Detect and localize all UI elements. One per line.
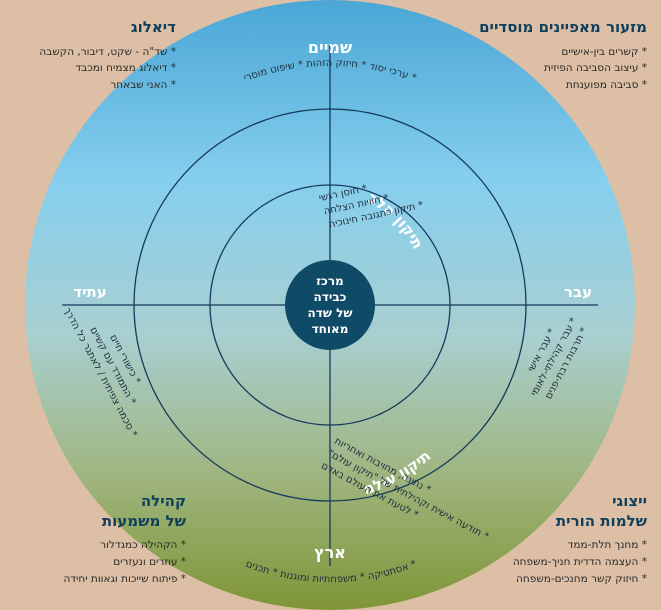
list-item: פיתוח שייכות וגאוות יחידה bbox=[16, 571, 186, 588]
list-item: סביבה מפוענחת bbox=[447, 77, 647, 94]
list-item: האני שבאחר bbox=[16, 77, 176, 94]
direction-earth: ארץ bbox=[314, 543, 346, 562]
list-item: העצמה הדדית חניך-משפחה bbox=[447, 554, 647, 571]
direction-future: עתיד bbox=[73, 283, 106, 301]
center-circle bbox=[285, 260, 375, 350]
center-line-1: מרכז bbox=[316, 274, 344, 288]
corner-title: קהילה של משמעות bbox=[16, 492, 186, 531]
list-item: עוזרים ונעזרים bbox=[16, 554, 186, 571]
corner-list: קשרים בין-אישיים עיצוב הסביבה הפיזית סבי… bbox=[447, 44, 647, 94]
corner-community: קהילה של משמעות הקהילה כמגדלור עוזרים ונ… bbox=[16, 492, 186, 587]
corner-title-line: שלמות הורית bbox=[555, 511, 647, 530]
center-line-4: מאוחד bbox=[312, 322, 349, 336]
corner-institutional: מזעור מאפיינים מוסדיים קשרים בין-אישיים … bbox=[447, 18, 647, 94]
direction-past: עבר bbox=[564, 283, 592, 301]
corner-list: הקהילה כמגדלור עוזרים ונעזרים פיתוח שייכ… bbox=[16, 537, 186, 587]
corner-list: מחנך תלת-ממד העצמה הדדית חניך-משפחה חיזו… bbox=[447, 537, 647, 587]
list-item: קשרים בין-אישיים bbox=[447, 44, 647, 61]
list-item: דיאלוג מצמיח ומכבד bbox=[16, 60, 176, 77]
list-item: עיצוב הסביבה הפיזית bbox=[447, 60, 647, 77]
list-item: חיזוק קשר מחנכים-משפחה bbox=[447, 571, 647, 588]
list-item: הקהילה כמגדלור bbox=[16, 537, 186, 554]
corner-title: מזעור מאפיינים מוסדיים bbox=[479, 18, 647, 36]
corner-title: ייצוגי שלמות הורית bbox=[447, 492, 647, 531]
direction-sky: שמיים bbox=[308, 38, 352, 57]
list-item: שד"ה - שקט, דיבור, הקשבה bbox=[16, 44, 176, 61]
corner-dialogue: דיאלוג שד"ה - שקט, דיבור, הקשבה דיאלוג מ… bbox=[16, 18, 176, 94]
corner-parental: ייצוגי שלמות הורית מחנך תלת-ממד העצמה הד… bbox=[447, 492, 647, 587]
corner-title-line: של משמעות bbox=[101, 511, 186, 530]
corner-title-line: ייצוגי bbox=[612, 492, 647, 510]
center-line-3: של שדה bbox=[308, 306, 353, 320]
corner-title-line: קהילה bbox=[140, 492, 186, 510]
corner-list: שד"ה - שקט, דיבור, הקשבה דיאלוג מצמיח ומ… bbox=[16, 44, 176, 94]
center-line-2: כבידה bbox=[314, 290, 347, 304]
corner-title: דיאלוג bbox=[130, 18, 176, 36]
list-item: מחנך תלת-ממד bbox=[447, 537, 647, 554]
